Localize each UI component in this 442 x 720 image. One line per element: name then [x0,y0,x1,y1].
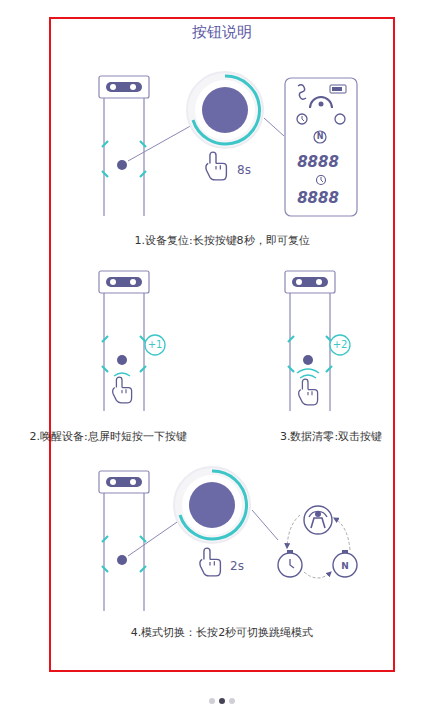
hand-icon [200,548,221,576]
device [285,271,335,411]
device [99,76,149,216]
step-caption: 2.唤醒设备:息屏时短按一下按键 [29,430,186,443]
step-caption: 4.模式切换：长按2秒可切换跳绳模式 [131,626,314,639]
pager-dot [209,698,215,704]
button [174,467,250,543]
hand-icon [206,152,227,180]
leader-line [264,118,284,136]
lcd-symbol: N [317,132,324,142]
leader-line [252,510,278,540]
lcd-panel [285,78,357,216]
duration-label: 8s [237,163,251,177]
leader-line [128,520,180,556]
device [99,471,149,611]
tap-mark [114,373,130,376]
count-label: +1 [148,339,163,351]
count-circle [330,335,350,355]
device [99,271,149,411]
count-label: +2 [333,339,348,351]
mode-symbol: N [341,561,349,572]
leader-line [128,124,194,161]
pager-dot [219,698,225,704]
count-circle [145,335,165,355]
duration-label: 2s [230,559,244,573]
frame [50,18,394,671]
mode-cycle [278,506,357,578]
lcd-digits: 8888 [297,189,339,207]
hand-icon [113,377,132,403]
button [187,72,263,148]
step-caption: 3.数据清零:双击按键 [280,430,382,443]
pager-dot [229,698,235,704]
lcd-digits: 8888 [297,153,339,171]
tap-mark [297,369,319,378]
step-caption: 1.设备复位:长按按键8秒，即可复位 [134,234,309,247]
hand-icon [299,379,318,405]
title: 按钮说明 [192,23,252,41]
